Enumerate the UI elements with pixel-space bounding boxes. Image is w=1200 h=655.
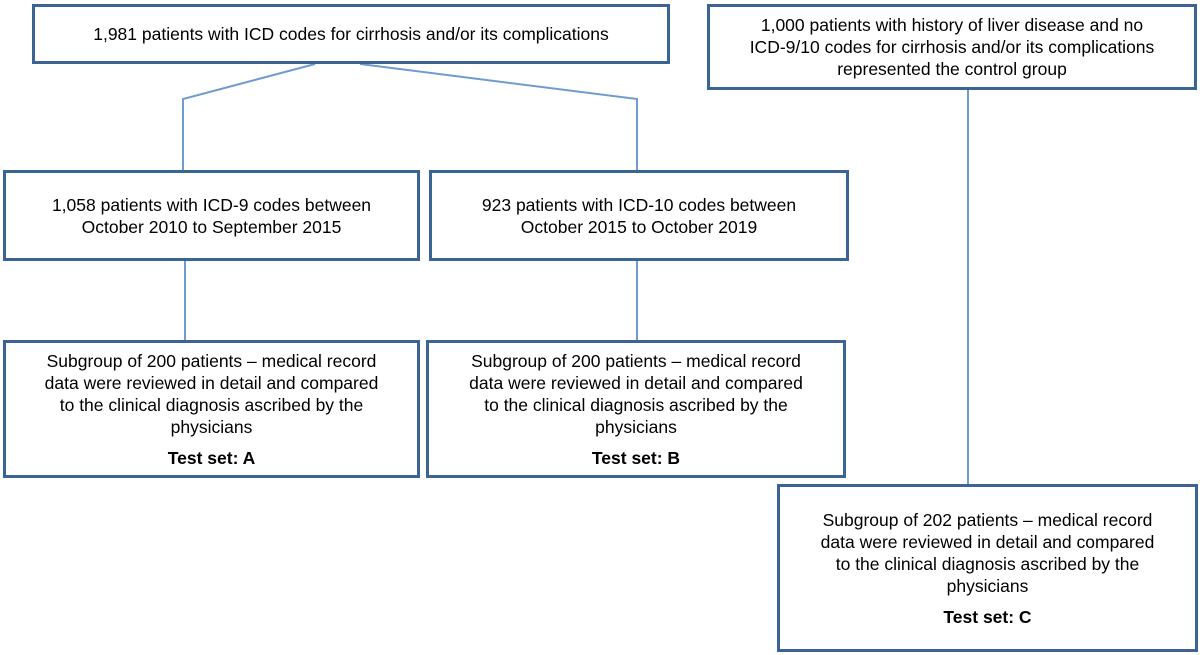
box-text-line: to the clinical diagnosis ascribed by th…	[835, 553, 1140, 574]
cirrhosis-icd-patients-box: 1,981 patients with ICD codes for cirrho…	[32, 4, 670, 64]
connector-root-to-icd10	[359, 63, 638, 170]
connector-root-to-icd9	[182, 63, 316, 170]
icd9-patients-box: 1,058 patients with ICD-9 codes between …	[3, 170, 420, 261]
box-text-line: data were reviewed in detail and compare…	[44, 372, 379, 393]
box-text-line: 923 patients with ICD-10 codes between	[481, 194, 797, 215]
box-text-line: Subgroup of 202 patients – medical recor…	[822, 509, 1153, 530]
test-set-label: Test set: B	[591, 447, 681, 468]
box-text-line: physicians	[170, 416, 253, 437]
box-text-line: to the clinical diagnosis ascribed by th…	[59, 394, 364, 415]
box-text-line: October 2015 to October 2019	[520, 216, 758, 237]
box-text-line: 1,981 patients with ICD codes for cirrho…	[93, 24, 609, 44]
test-set-label: Test set: C	[943, 606, 1032, 627]
box-text-line: data were reviewed in detail and compare…	[469, 372, 803, 393]
box-text-line: 1,058 patients with ICD-9 codes between	[51, 194, 372, 215]
subgroup-a-box: Subgroup of 200 patients – medical recor…	[3, 340, 420, 478]
box-text-line: to the clinical diagnosis ascribed by th…	[484, 394, 788, 415]
icd10-patients-box: 923 patients with ICD-10 codes between O…	[429, 170, 849, 261]
subgroup-c-box: Subgroup of 202 patients – medical recor…	[777, 484, 1198, 652]
box-text-line: Subgroup of 200 patients – medical recor…	[46, 350, 377, 371]
box-text-line: 1,000 patients with history of liver dis…	[760, 15, 1144, 35]
box-text-line: October 2010 to September 2015	[81, 216, 342, 237]
box-text-line: physicians	[595, 416, 677, 437]
box-text-line: physicians	[946, 575, 1029, 596]
box-text-line: represented the control group	[837, 59, 1067, 79]
control-group-box: 1,000 patients with history of liver dis…	[707, 4, 1197, 90]
subgroup-b-box: Subgroup of 200 patients – medical recor…	[426, 340, 846, 478]
box-text-line: Subgroup of 200 patients – medical recor…	[471, 350, 801, 371]
box-text-line: data were reviewed in detail and compare…	[820, 531, 1155, 552]
box-text-line: ICD-9/10 codes for cirrhosis and/or its …	[749, 37, 1155, 57]
test-set-label: Test set: A	[167, 447, 256, 468]
